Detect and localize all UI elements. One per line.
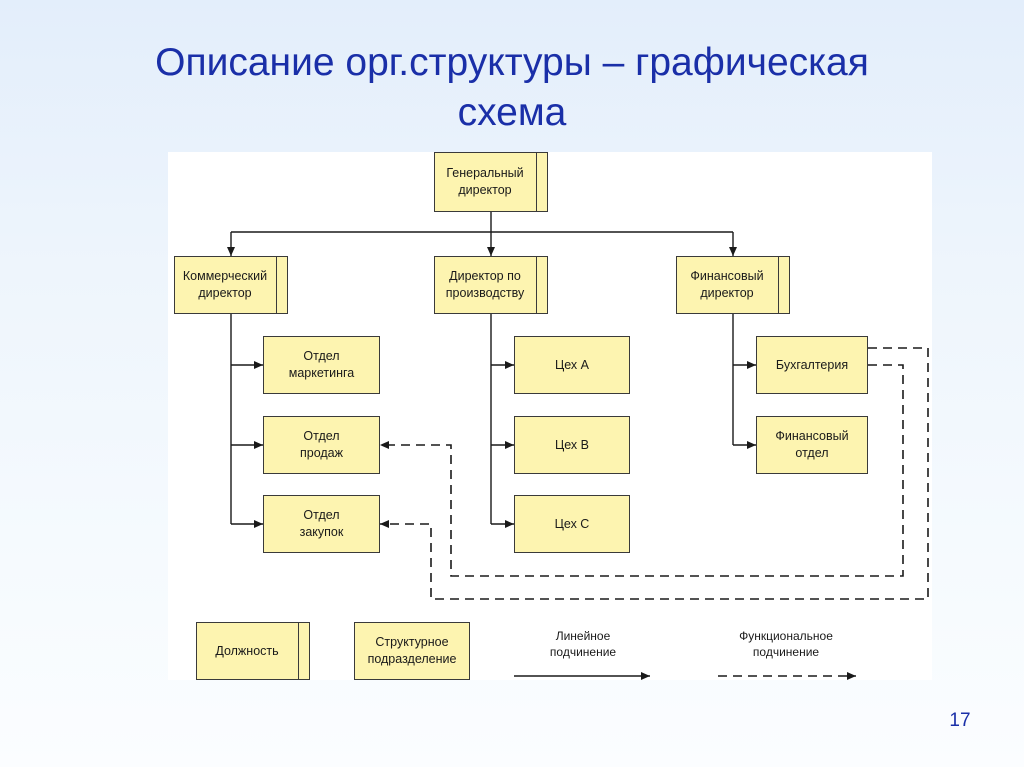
node-workshop-c: Цех С (514, 495, 630, 553)
legend-unit-box: Структурное подразделение (354, 622, 470, 680)
node-sales-dept: Отдел продаж (263, 416, 380, 474)
slide-title: Описание орг.структуры – графическая схе… (0, 38, 1024, 138)
node-general-director: Генеральный директор (434, 152, 548, 212)
legend-linear-label: Линейное подчинение (549, 629, 617, 659)
slide-title-line-1: Описание орг.структуры – графическая (155, 41, 869, 84)
node-production-director: Директор по производству (434, 256, 548, 314)
node-financial-director: Финансовый директор (676, 256, 790, 314)
org-chart-diagram: Генеральный директор Коммерческий директ… (168, 152, 932, 680)
node-marketing-dept: Отдел маркетинга (263, 336, 380, 394)
legend-position-box: Должность (196, 622, 310, 680)
node-commercial-director: Коммерческий директор (174, 256, 288, 314)
connector-lines (227, 212, 929, 680)
node-finance-dept: Финансовый отдел (756, 416, 868, 474)
node-accounting: Бухгалтерия (756, 336, 868, 394)
dashed-line-accounting-to-sales (380, 364, 904, 577)
node-workshop-a: Цех А (514, 336, 630, 394)
dashed-line-accounting-to-purchasing (380, 347, 929, 600)
page-number: 17 (949, 710, 971, 731)
legend-functional-label: Функциональное подчинение (739, 629, 833, 659)
node-purchasing-dept: Отдел закупок (263, 495, 380, 553)
node-workshop-b: Цех В (514, 416, 630, 474)
slide-title-line-2: схема (457, 91, 567, 134)
